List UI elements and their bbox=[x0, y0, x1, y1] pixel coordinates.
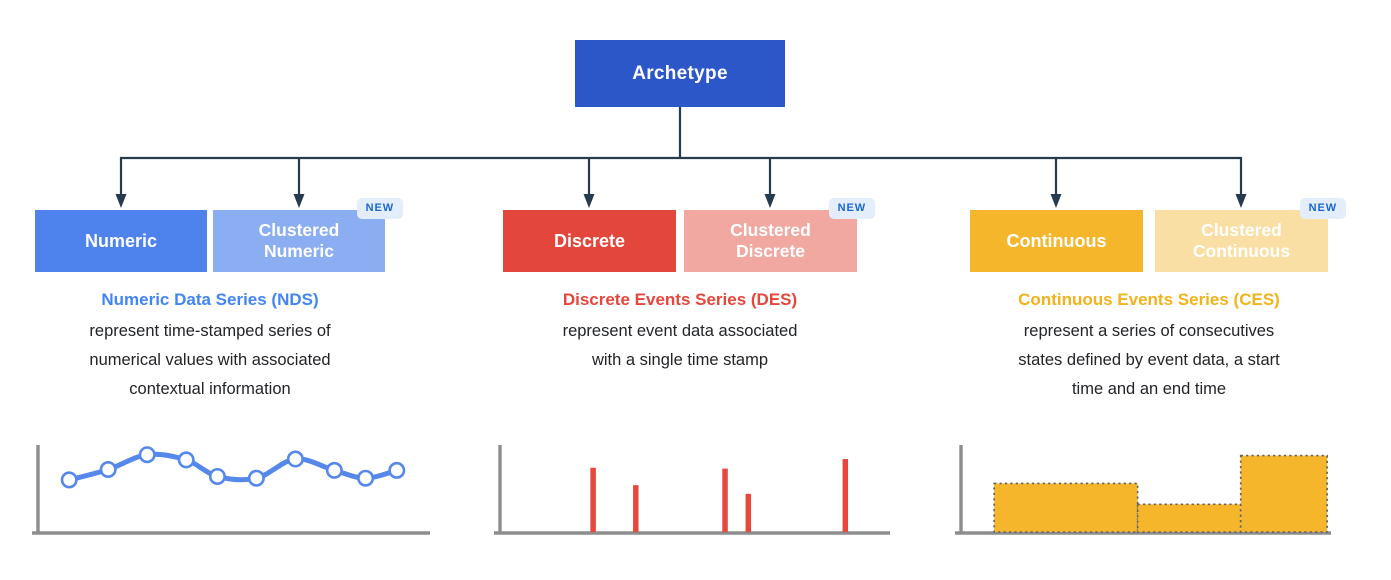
clustered-continuous-box: Clustered Continuous NEW bbox=[1155, 198, 1346, 272]
clustered-discrete-label-line2: Discrete bbox=[735, 241, 806, 261]
new-badge: NEW bbox=[828, 198, 875, 219]
clustered-numeric-box: Clustered Numeric NEW bbox=[213, 198, 403, 272]
clustered-discrete-label-line1: Clustered bbox=[730, 220, 811, 240]
new-badge: NEW bbox=[1299, 198, 1346, 219]
nds-description-line: numerical values with associated bbox=[89, 351, 331, 369]
nds-description-line: represent time-stamped series of bbox=[89, 322, 331, 340]
archetype-root-box: Archetype bbox=[575, 40, 785, 107]
clustered-continuous-label-line2: Continuous bbox=[1192, 241, 1291, 261]
numeric-box-label: Numeric bbox=[84, 230, 158, 251]
des-spike-chart bbox=[494, 445, 890, 535]
ces-step-chart bbox=[955, 445, 1331, 535]
clustered-discrete-box: Clustered Discrete NEW bbox=[684, 198, 875, 272]
des-description-line: with a single time stamp bbox=[591, 351, 769, 369]
arrowhead-icons bbox=[115, 194, 1247, 208]
continuous-box-label: Continuous bbox=[1006, 230, 1107, 251]
numeric-box: Numeric bbox=[35, 210, 207, 272]
nds-heading: Numeric Data Series (NDS) bbox=[101, 290, 319, 309]
ces-description: Continuous Events Series (CES) represent… bbox=[970, 290, 1328, 404]
new-badge: NEW bbox=[356, 198, 403, 219]
continuous-box: Continuous bbox=[970, 210, 1143, 272]
des-description: Discrete Events Series (DES) represent e… bbox=[503, 290, 857, 375]
clustered-numeric-label-line1: Clustered bbox=[258, 220, 340, 240]
des-description-line: represent event data associated bbox=[562, 322, 798, 340]
ces-description-line: states defined by event data, a start bbox=[1018, 351, 1280, 369]
ces-description-line: time and an end time bbox=[1071, 380, 1227, 398]
clustered-continuous-label-line1: Clustered bbox=[1201, 220, 1282, 240]
clustered-numeric-label-line2: Numeric bbox=[263, 241, 335, 261]
discrete-box: Discrete bbox=[503, 210, 676, 272]
des-heading: Discrete Events Series (DES) bbox=[562, 290, 798, 309]
archetype-root-label: Archetype bbox=[632, 62, 728, 84]
nds-description-line: contextual information bbox=[129, 380, 291, 398]
nds-description: Numeric Data Series (NDS) represent time… bbox=[35, 290, 385, 404]
nds-line-chart bbox=[32, 445, 430, 535]
ces-description-line: represent a series of consecutives bbox=[1023, 322, 1275, 340]
discrete-box-label: Discrete bbox=[553, 230, 626, 251]
ces-heading: Continuous Events Series (CES) bbox=[1018, 290, 1280, 309]
